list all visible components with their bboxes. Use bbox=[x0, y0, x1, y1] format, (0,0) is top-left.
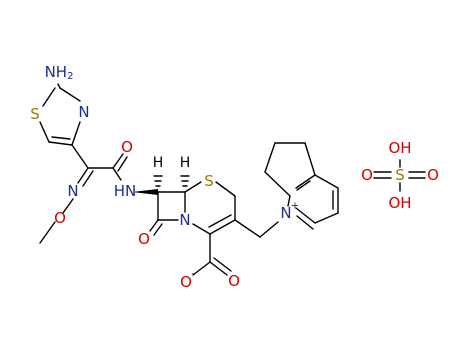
label-stereo-h-c6: H bbox=[180, 155, 191, 171]
label-lactam-o: O bbox=[138, 230, 150, 248]
bond-c3-c2-double bbox=[208, 214, 232, 228]
label-thiazole-n: N bbox=[78, 103, 89, 121]
bond-calpha-n-oxime bbox=[77, 167, 89, 184]
oxime-side-chain bbox=[39, 144, 128, 244]
label-carboxylate-charge: - bbox=[191, 269, 195, 280]
label-amide-o: O bbox=[121, 138, 133, 156]
sulfuric-acid bbox=[373, 159, 426, 192]
bond-c8-o-double bbox=[153, 223, 163, 236]
bond-c2-s1 bbox=[42, 87, 56, 107]
label-sulfate-oh-top: OH bbox=[388, 139, 411, 157]
bond-calpha-n-oxime-double bbox=[82, 170, 94, 187]
bond-c8-o bbox=[149, 219, 159, 232]
label-amide-hn: HN bbox=[114, 182, 137, 200]
label-nh2: NH2 bbox=[45, 63, 74, 82]
bond-n-oxime-o bbox=[62, 198, 74, 214]
carboxylate-group bbox=[192, 233, 232, 276]
bond-s-ch2 bbox=[215, 181, 236, 197]
bond-s1-c5 bbox=[39, 121, 50, 143]
beta-lactam-core bbox=[132, 175, 190, 236]
bond-ccarbonyl-o-double bbox=[117, 156, 128, 172]
label-sulfate-o-left: O bbox=[361, 166, 373, 184]
stereo-hash-c6 bbox=[180, 175, 190, 187]
methylene-linker bbox=[234, 219, 279, 238]
bond-ccarboxyl-o bbox=[209, 261, 228, 276]
bond-ccarboxyl-o-minus bbox=[192, 261, 211, 276]
bond-c2-nh2 bbox=[57, 83, 61, 89]
bond-c5cp-c3a bbox=[304, 142, 316, 176]
label-lactam-n: N bbox=[179, 211, 190, 229]
label-pyridinium-n: N bbox=[280, 204, 291, 222]
label-carboxylate-o-minus: O bbox=[180, 273, 192, 291]
bond-c7a-c7 bbox=[264, 171, 291, 197]
label-oxime-n: N bbox=[67, 182, 78, 200]
stereo-hash-c7 bbox=[153, 175, 163, 187]
bond-ccarbonyl-o bbox=[112, 153, 124, 169]
bond-n-c6pyr-double bbox=[296, 215, 314, 230]
bond-c4-c3a bbox=[314, 174, 339, 189]
bond-c6-s bbox=[184, 181, 202, 193]
cyclopentapyridinium bbox=[264, 142, 339, 230]
bond-o-methyl bbox=[39, 221, 56, 244]
label-carboxylate-o: O bbox=[228, 272, 240, 290]
bond-c7a-n bbox=[287, 195, 291, 207]
label-ring-s: S bbox=[204, 172, 214, 190]
label-thiazole-s: S bbox=[30, 105, 40, 123]
label-methoxy-o: O bbox=[54, 209, 66, 227]
label-pyridinium-charge: + bbox=[291, 201, 299, 212]
bond-c7-c6cp bbox=[264, 142, 276, 173]
bond-ccarbonyl-nh bbox=[112, 167, 122, 181]
bond-c6-c5 bbox=[314, 212, 339, 224]
label-sulfate-s: S bbox=[395, 166, 405, 184]
atom-labels: NH2 S N HN O N O H H S N O O - O N + OH … bbox=[30, 63, 439, 291]
label-sulfate-oh-bottom: OH bbox=[388, 194, 411, 212]
bond-ch2-npyr bbox=[259, 221, 279, 238]
label-stereo-h-c7: H bbox=[153, 155, 164, 171]
label-sulfate-o-right: O bbox=[427, 166, 439, 184]
bond-c5-c4-double bbox=[51, 136, 71, 140]
bond-c4-calpha bbox=[71, 144, 89, 169]
dihydrothiazine-ring bbox=[184, 181, 236, 235]
bond-n-c6pyr bbox=[295, 207, 316, 224]
bond-c2-n3 bbox=[59, 87, 81, 102]
bond-c5-c4 bbox=[48, 141, 73, 146]
bond-c3a-c7a bbox=[295, 174, 316, 189]
bond-c2-n bbox=[192, 223, 211, 235]
bond-c3-ch2 bbox=[234, 219, 261, 238]
bond-c4-n3 bbox=[71, 121, 81, 146]
stereo-wedge-c7 bbox=[132, 189, 158, 195]
bond-ccarboxyl-o-double bbox=[213, 257, 232, 272]
bond-c3a-c7a-double bbox=[296, 180, 311, 191]
bond-c3-c2 bbox=[209, 219, 236, 235]
thiazole-ring bbox=[39, 83, 81, 146]
